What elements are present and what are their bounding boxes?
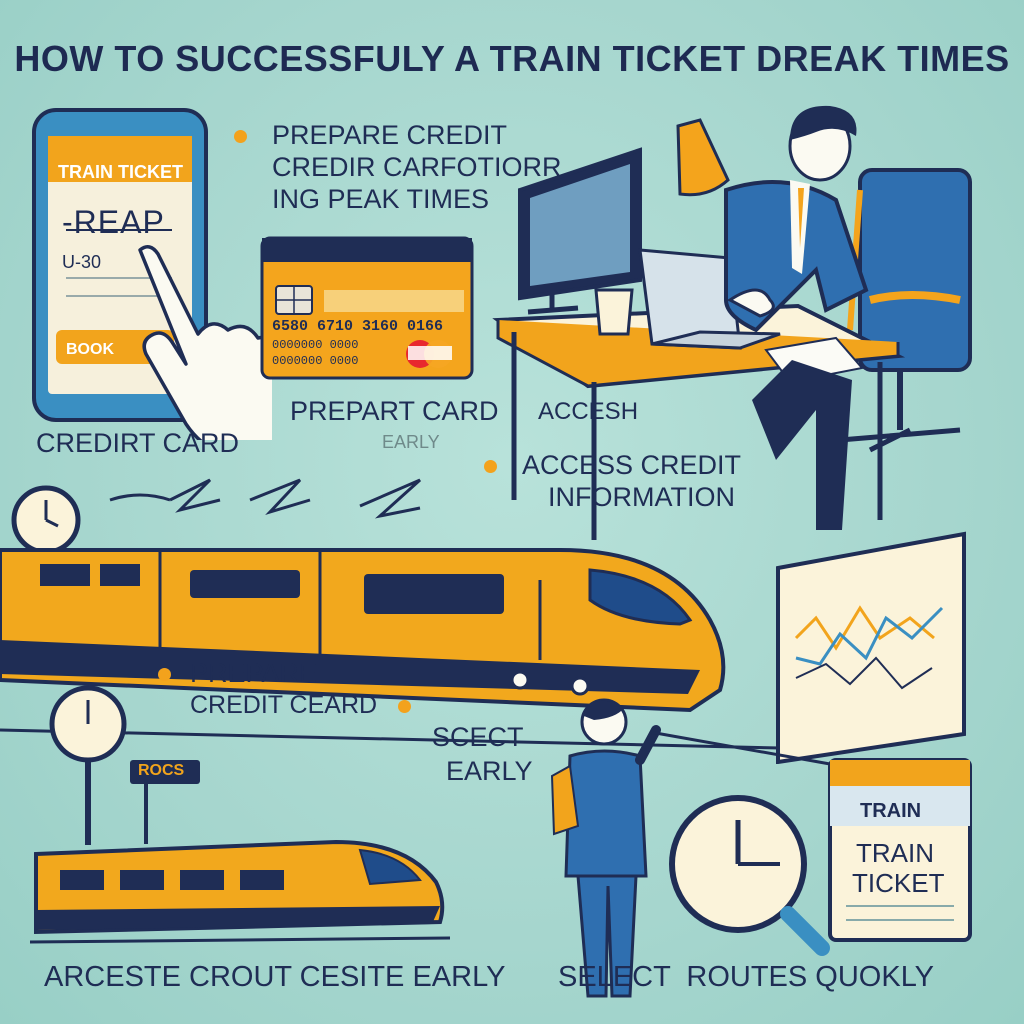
label-bottom-right: SELECT ROUTES QUOKLY (558, 961, 935, 993)
office-desk-illustration (492, 105, 972, 540)
card-line-3: 0000000 0000 (272, 354, 359, 368)
lamp-icon (676, 118, 730, 197)
bullet-dot-icon (484, 460, 497, 473)
birds-decoration (109, 478, 422, 519)
ticket-line-2: TICKET (852, 868, 945, 898)
magnifier-handle-icon (780, 906, 830, 956)
label-credit-card: CREDIRT CARD (36, 428, 240, 458)
page-title: HOW TO SUCCESSFULY A TRAIN TICKET DREAK … (14, 38, 1010, 79)
label-access-credit-1: ACCESS CREDIT (522, 450, 742, 480)
label-access-credit-2: INFORMATION (548, 482, 735, 512)
label-prepare-credit-2: CREDIR CARFOTIORR (272, 152, 562, 182)
card-line-2: 0000000 0000 (272, 338, 359, 352)
label-prepare-credit-3: ING PEAK TIMES (272, 184, 490, 214)
ticket-line-1: TRAIN (856, 838, 934, 868)
label-select-early-2: EARLY (446, 756, 533, 786)
platform-sign-text: ROCS (138, 762, 185, 779)
train-ticket (828, 758, 972, 942)
phone-header: TRAIN TICKET (58, 162, 183, 182)
label-prepare-credit-1: PREPARE CREDIT (272, 120, 508, 150)
label-select-early-1: SCECT (432, 722, 524, 752)
phone-small-text: U-30 (62, 252, 102, 272)
ticket-header: TRAIN (860, 800, 922, 822)
pointing-hand-icon (138, 245, 272, 440)
phone-book-button[interactable]: BOOK (66, 341, 114, 358)
route-chart-panel (776, 531, 966, 764)
train-small (30, 839, 450, 944)
bullet-dot-icon (158, 668, 171, 681)
bullet-dot-icon (234, 130, 247, 143)
train-main (0, 548, 780, 750)
label-early-faded: EARLY (382, 432, 440, 452)
standing-person (550, 698, 661, 998)
platform-sign (130, 760, 200, 844)
label-bottom-left: ARCESTE CROUT CESITE EARLY (44, 961, 506, 993)
label-prepare-middle-1: PREPARE (190, 658, 318, 688)
label-prepare-middle-2: CREDIT CEARD (190, 691, 378, 719)
bullet-dot-icon (398, 700, 411, 713)
phone-illustration (32, 108, 272, 440)
rail-line (649, 730, 831, 766)
station-clock-pole-2 (49, 685, 127, 845)
card-number: 6580 6710 3160 0166 (272, 318, 444, 335)
magnifier-clock (669, 795, 830, 956)
label-access-small: ACCESH (538, 398, 639, 425)
credit-card-illustration (260, 236, 474, 380)
phone-big-text: -REAP (62, 204, 165, 240)
label-prepare-card: PREPART CARD (290, 396, 499, 426)
